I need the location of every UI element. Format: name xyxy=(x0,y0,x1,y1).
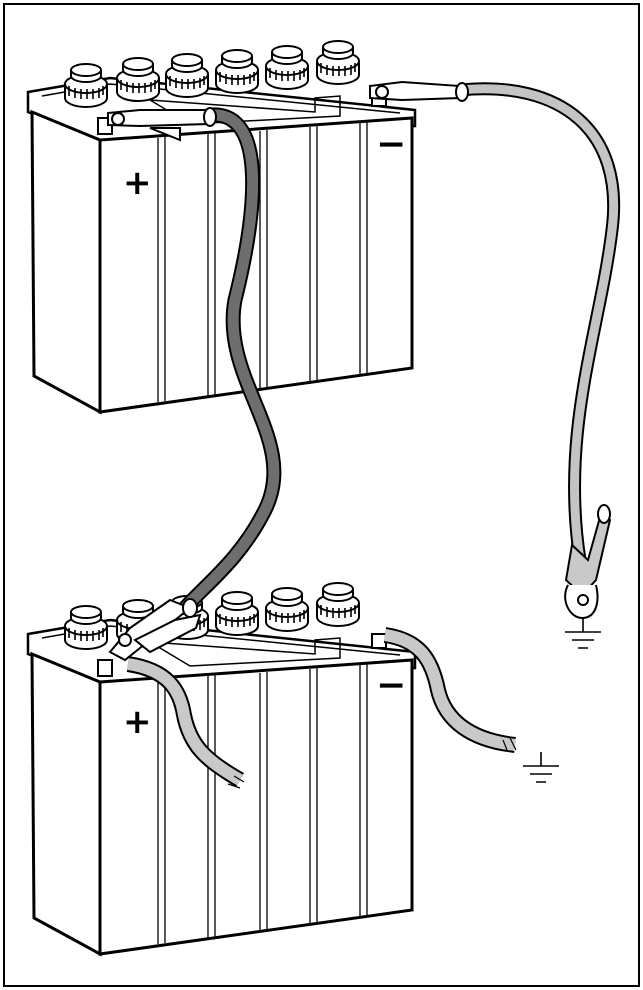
vehicle-cable-negative xyxy=(383,627,517,753)
jumper-cable-positive xyxy=(107,107,282,662)
ground-symbol-icon xyxy=(564,617,602,649)
positive-terminal-label: + xyxy=(123,163,152,203)
positive-terminal-label: + xyxy=(123,702,152,742)
battery-discharged: + − xyxy=(28,583,415,954)
battery-donor: + − xyxy=(28,41,415,412)
jumper-cable-negative xyxy=(369,80,620,561)
diagram-frame xyxy=(3,3,640,987)
negative-terminal-label: − xyxy=(376,665,406,706)
ground-symbol-icon xyxy=(522,751,560,783)
clamp-icon xyxy=(564,504,612,620)
negative-terminal-label: − xyxy=(376,124,406,165)
vehicle-cable-positive xyxy=(126,656,245,789)
